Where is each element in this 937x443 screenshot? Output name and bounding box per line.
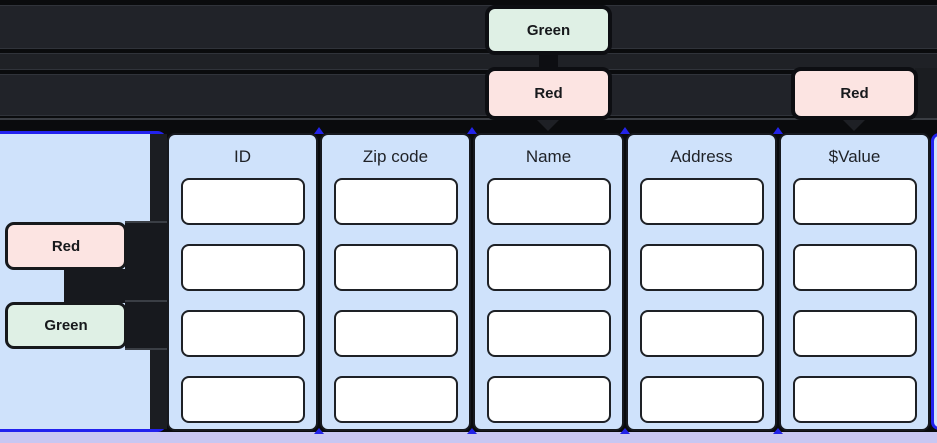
cell-input[interactable]: [639, 376, 764, 423]
anchor-point-icon[interactable]: [467, 127, 477, 134]
node-green-left[interactable]: Green: [5, 302, 127, 349]
arrow-to-name-column-icon: [536, 119, 560, 131]
cell-input[interactable]: [792, 244, 917, 291]
cell-input[interactable]: [333, 244, 458, 291]
arrow-to-value-column-icon: [842, 119, 866, 131]
node-red-left[interactable]: Red: [5, 222, 127, 270]
column-zip-code: Zip code: [320, 133, 471, 431]
cell-input[interactable]: [180, 310, 305, 357]
cell-input[interactable]: [792, 310, 917, 357]
cell-input[interactable]: [792, 376, 917, 423]
clipped-right-panel: [931, 133, 937, 430]
column-header: Address: [670, 146, 733, 166]
node-label: Red: [840, 85, 869, 102]
cell-input[interactable]: [792, 178, 917, 225]
anchor-point-icon[interactable]: [773, 428, 783, 434]
row-divider-line: [0, 118, 937, 120]
bottom-strip: [0, 432, 937, 443]
cell-input[interactable]: [333, 310, 458, 357]
cell-input[interactable]: [486, 244, 611, 291]
cell-input[interactable]: [639, 310, 764, 357]
node-label: Red: [534, 85, 563, 102]
connector-left-red: [125, 221, 167, 271]
cell-input[interactable]: [639, 178, 764, 225]
node-label: Green: [526, 21, 571, 39]
header-band-bottom: [0, 74, 937, 116]
node-red-middle[interactable]: Red: [485, 67, 612, 120]
anchor-point-icon[interactable]: [620, 127, 630, 134]
cell-input[interactable]: [486, 376, 611, 423]
node-label: Red: [51, 237, 81, 255]
column-address: Address: [626, 133, 777, 431]
cell-input[interactable]: [486, 178, 611, 225]
connector-left-between: [64, 269, 167, 303]
column-header: $Value: [828, 146, 881, 166]
column-header: ID: [234, 146, 251, 166]
header-band-top: [0, 5, 937, 49]
cell-input[interactable]: [333, 376, 458, 423]
connector-left-green: [125, 300, 167, 350]
node-green-top[interactable]: Green: [485, 5, 612, 55]
anchor-point-icon[interactable]: [467, 428, 477, 434]
column-name: Name: [473, 133, 624, 431]
anchor-point-icon[interactable]: [314, 127, 324, 134]
anchor-point-icon[interactable]: [620, 428, 630, 434]
cell-input[interactable]: [180, 244, 305, 291]
column-value: $Value: [779, 133, 930, 431]
cell-input[interactable]: [639, 244, 764, 291]
cell-input[interactable]: [486, 310, 611, 357]
column-header: Zip code: [362, 146, 429, 166]
column-header: Name: [525, 146, 572, 166]
cell-input[interactable]: [180, 178, 305, 225]
node-red-right[interactable]: Red: [791, 67, 918, 120]
connector-red-right-offscreen: [915, 68, 937, 118]
header-band-middle: [0, 53, 937, 70]
cell-input[interactable]: [333, 178, 458, 225]
node-label: Green: [44, 317, 88, 334]
anchor-point-icon[interactable]: [773, 127, 783, 134]
cell-input[interactable]: [180, 376, 305, 423]
anchor-point-icon[interactable]: [314, 428, 324, 434]
column-id: ID: [167, 133, 318, 431]
